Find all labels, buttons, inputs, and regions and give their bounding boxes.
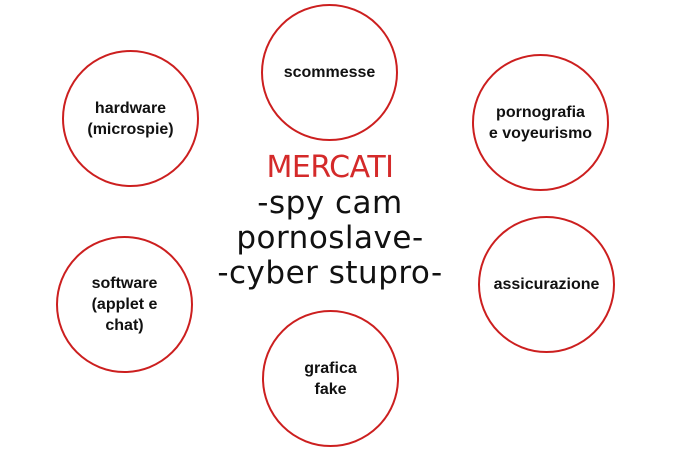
node-pornografia: pornografia e voyeurismo (472, 54, 609, 191)
node-label-grafica: grafica fake (304, 359, 357, 398)
node-label-pornografia: pornografia e voyeurismo (488, 103, 593, 142)
center-line-spy-cam: -spy cam (257, 185, 403, 221)
node-assicurazione: assicurazione (478, 216, 615, 353)
node-hardware: hardware (microspie) (62, 50, 199, 187)
node-scommesse: scommesse (261, 4, 398, 141)
node-label-scommesse: scommesse (283, 64, 376, 81)
node-grafica: grafica fake (262, 310, 399, 447)
node-software: software (applet e chat) (56, 236, 193, 373)
node-label-hardware: hardware (microspie) (87, 99, 174, 138)
center-line-cyber-stupro: -cyber stupro- (217, 255, 443, 291)
center-title: MERCATI (266, 150, 394, 185)
node-label-assicurazione: assicurazione (493, 276, 600, 293)
node-label-software: software (applet e chat) (91, 275, 158, 334)
center-line-pornoslave: pornoslave- (236, 220, 424, 256)
center-text: MERCATI -spy cam pornoslave- -cyber stup… (180, 150, 480, 291)
